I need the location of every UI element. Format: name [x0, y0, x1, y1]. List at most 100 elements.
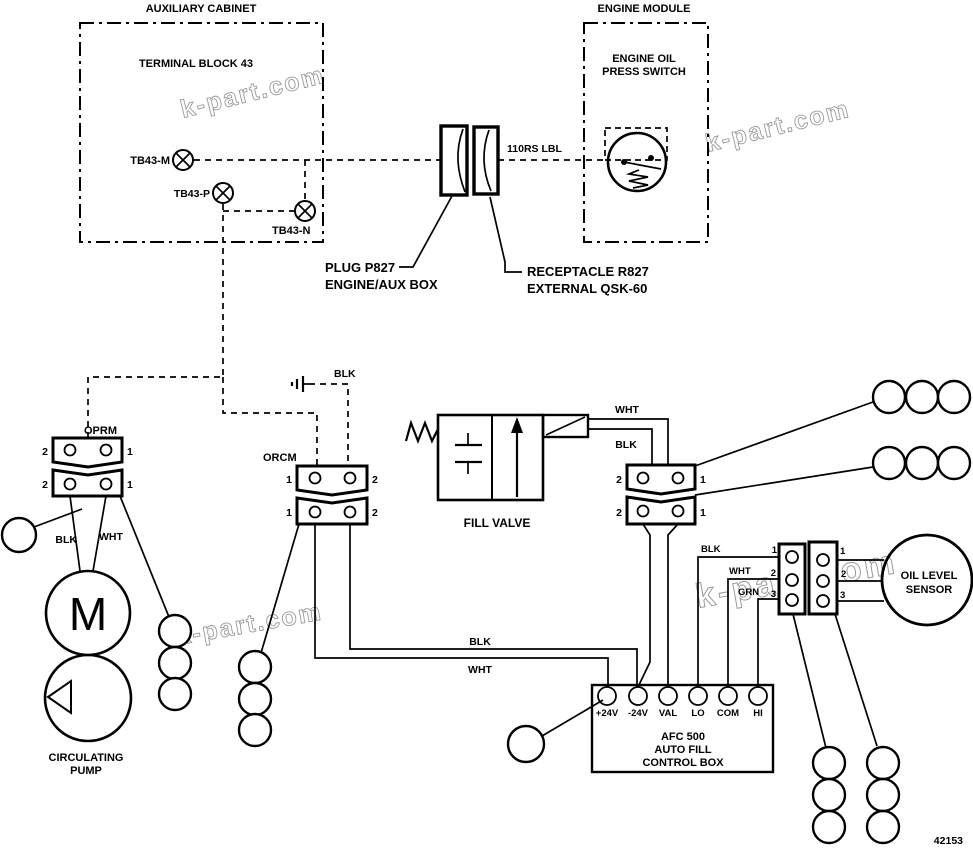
terminal-label-p24v: +24V: [596, 708, 619, 719]
orcm-plug-half: [295, 464, 369, 497]
auxiliary-cabinet: AUXILIARY CABINET TERMINAL BLOCK 43 TB43…: [79, 3, 441, 465]
valve-solenoid: [541, 413, 590, 439]
valve-connector-neg-wire: [637, 523, 651, 688]
pump-label-2: PUMP: [70, 765, 102, 777]
valve-connector: 2 1 2 1: [616, 401, 874, 688]
oil-level-sensor-label-1: OIL LEVEL: [901, 570, 958, 582]
sensor-pin-label: 3: [840, 590, 845, 601]
oil-press-switch-label-1: ENGINE OIL: [612, 53, 676, 65]
sensor-pin-label: 1: [772, 545, 778, 556]
orcm-name: ORCM: [263, 452, 297, 464]
oprm-to-balloons-line: [119, 495, 170, 618]
valve-connector-to-balloons-line-2: [694, 466, 874, 496]
wire-callout-balloons-bottom-right: [811, 745, 901, 845]
sensor-pin-label: 3: [771, 589, 776, 600]
terminal-tb43-n: TB43-N: [272, 200, 316, 237]
plug-label-1: PLUG P827: [325, 260, 395, 275]
auxiliary-cabinet-title: AUXILIARY CABINET: [146, 3, 257, 15]
drawing-number: 42153: [934, 835, 963, 847]
receptacle-label-2: EXTERNAL QSK-60: [527, 281, 647, 296]
orcm-blk-wire: [349, 524, 638, 687]
valve-connector-pin-label: 1: [700, 507, 706, 519]
sensor-blk-wire: [697, 556, 779, 687]
sensor-pin-label: 2: [841, 569, 846, 580]
receptacle-leader-line: [489, 196, 522, 273]
ground-dashed-wire: [309, 383, 349, 465]
oprm-pin-label: 1: [127, 446, 133, 458]
tb43-m-label: TB43-M: [130, 155, 170, 167]
receptacle-label-1: RECEPTACLE R827: [527, 264, 649, 279]
oil-level-sensor-circle: [880, 533, 973, 627]
orcm-wht-wire-label: WHT: [468, 664, 492, 676]
pump-triangle-icon: [46, 679, 72, 715]
wire-callout-balloons-top-right: [871, 379, 972, 481]
orcm-pin-label: 2: [372, 507, 378, 519]
pump-label-1: CIRCULATING: [49, 752, 124, 764]
sensor-connector-to-balloons-line-2: [834, 613, 878, 747]
valve-blk-wire-label: BLK: [615, 439, 637, 451]
control-box-name-1: AFC 500: [661, 731, 705, 743]
control-box-name-3: CONTROL BOX: [642, 757, 724, 769]
ground-symbol: [290, 376, 309, 392]
orcm-ground-wire-label: BLK: [334, 368, 356, 380]
sensor-grn-wire-label: GRN: [738, 587, 759, 598]
watermark-text: k-part.com: [178, 61, 328, 124]
valve-connector-val-wire: [667, 523, 679, 687]
sensor-blk-wire-label: BLK: [701, 544, 721, 555]
orcm-blk-wire-label: BLK: [469, 636, 491, 648]
oil-level-sensor-label-2: SENSOR: [906, 584, 953, 596]
sensor-pin-label: 2: [771, 568, 776, 579]
terminal-label-n24v: -24V: [628, 708, 649, 719]
sensor-connector-to-balloons-line-1: [792, 613, 827, 749]
fill-valve: FILL VALVE WHT BLK: [404, 404, 669, 530]
callout-balloon: [506, 724, 546, 764]
valve-body: [436, 413, 545, 502]
orcm-to-balloons-line: [260, 523, 300, 654]
plug-contact-arc: [457, 128, 466, 193]
valve-connector-pin-label: 1: [700, 474, 706, 486]
oprm-pin-label: 2: [42, 446, 48, 458]
callout-balloon: [0, 516, 38, 554]
engine-module-box: [583, 22, 709, 243]
oprm-connector: OPRM 2 1 2 1 BLK WHT: [0, 425, 170, 618]
control-box-name-2: AUTO FILL: [654, 744, 712, 756]
orcm-wht-wire: [314, 524, 609, 687]
plug-leader-line: [399, 195, 453, 268]
plug-receptacle: 110RS LBL PLUG P827 ENGINE/AUX BOX RECEP…: [325, 124, 649, 296]
terminal-tb43-m: TB43-M: [130, 149, 194, 171]
valve-blk-wire: [588, 428, 653, 465]
watermark-text: k-part.com: [174, 598, 324, 651]
circulating-pump: M CIRCULATING PUMP: [43, 569, 133, 777]
sensor-wht-wire: [727, 578, 779, 687]
valve-wht-wire: [588, 418, 669, 465]
terminal-block-label: TERMINAL BLOCK 43: [139, 58, 253, 70]
motor-letter: M: [69, 588, 107, 640]
valve-spring-icon: [404, 419, 439, 445]
oprm-name: OPRM: [84, 425, 117, 437]
cabinet-dashed-wires: [87, 159, 441, 465]
terminal-label-hi: HI: [753, 708, 763, 719]
oprm-blk-wire-label: BLK: [55, 534, 77, 546]
oprm-wht-wire: [92, 495, 107, 572]
plug-p827-symbol: [439, 124, 469, 197]
orcm-pin-label: 1: [286, 507, 292, 519]
orcm-receptacle-half: [295, 496, 369, 526]
watermark-text: k-part.com: [703, 95, 853, 158]
terminal-label-val: VAL: [659, 708, 677, 719]
terminal-label-lo: LO: [691, 708, 704, 719]
auxiliary-cabinet-box: [79, 22, 324, 243]
afc500-control-box: +24V -24V VAL LO COM HI AFC 500 AUTO FIL…: [506, 683, 775, 774]
oil-press-switch-label-2: PRESS SWITCH: [602, 66, 686, 78]
fill-valve-label: FILL VALVE: [464, 516, 531, 530]
oil-level-sensor-circuit: BLK WHT GRN 1 2 3 1 2 3 OIL LEVEL SENSOR: [697, 533, 973, 749]
valve-wht-wire-label: WHT: [615, 404, 639, 416]
plug-label-2: ENGINE/AUX BOX: [325, 277, 438, 292]
orcm-connector: ORCM BLK 1 2 1 2 BLK WHT: [260, 368, 638, 687]
wire-id-label: 110RS LBL: [507, 143, 562, 155]
orcm-pin-label: 1: [286, 474, 292, 486]
valve-connector-pin-label: 2: [616, 507, 622, 519]
sensor-pin-label: 1: [840, 546, 846, 557]
valve-connector-to-balloons-line-1: [694, 401, 874, 467]
